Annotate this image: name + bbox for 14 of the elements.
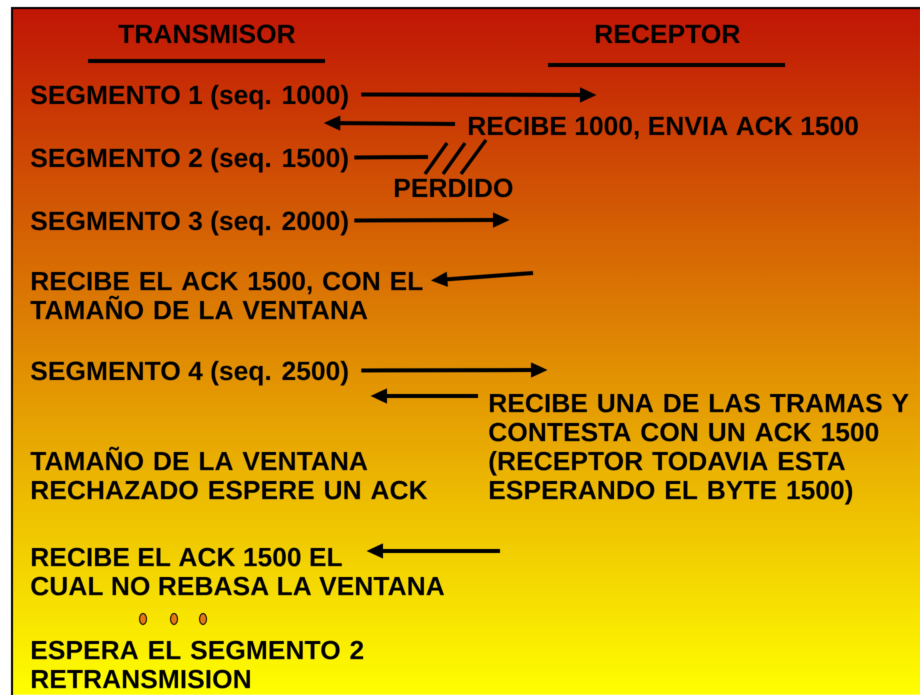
message-text: RECIBE 1000, ENVIA ACK 1500 bbox=[468, 116, 858, 140]
message-text: SEGMENTO 4 (seq. 2500) bbox=[30, 360, 348, 386]
lost-label: PERDIDO bbox=[394, 178, 512, 198]
line bbox=[354, 154, 428, 160]
note-text: ESPERA EL SEGMENTO 2 RETRANSMISION bbox=[32, 640, 364, 688]
message-text: RECIBE UNA DE LAS TRAMAS Y CONTESTA CON UN ACK 1500 (RECEPTOR TODAVIA ESTA ESPERANDO EL BYTE 1500) bbox=[489, 394, 909, 505]
message-text: SEGMENTO 3 (seq. 2000) bbox=[30, 210, 348, 236]
message-text: RECIBE EL ACK 1500 EL CUAL NO REBASA LA VENTANA bbox=[31, 548, 444, 596]
message-text: RECIBE EL ACK 1500, CON EL TAMAÑO DE LA VENTANA bbox=[30, 272, 422, 320]
column-heading: RECEPTOR bbox=[596, 24, 740, 44]
message-text: SEGMENTO 2 (seq. 1500) bbox=[30, 148, 348, 172]
note-text: TAMAÑO DE LA VENTANA RECHAZADO ESPERE UN ACK bbox=[30, 446, 428, 500]
message-text: SEGMENTO 1 (seq. 1000) bbox=[30, 84, 348, 110]
column-heading: TRANSMISOR bbox=[118, 24, 296, 44]
